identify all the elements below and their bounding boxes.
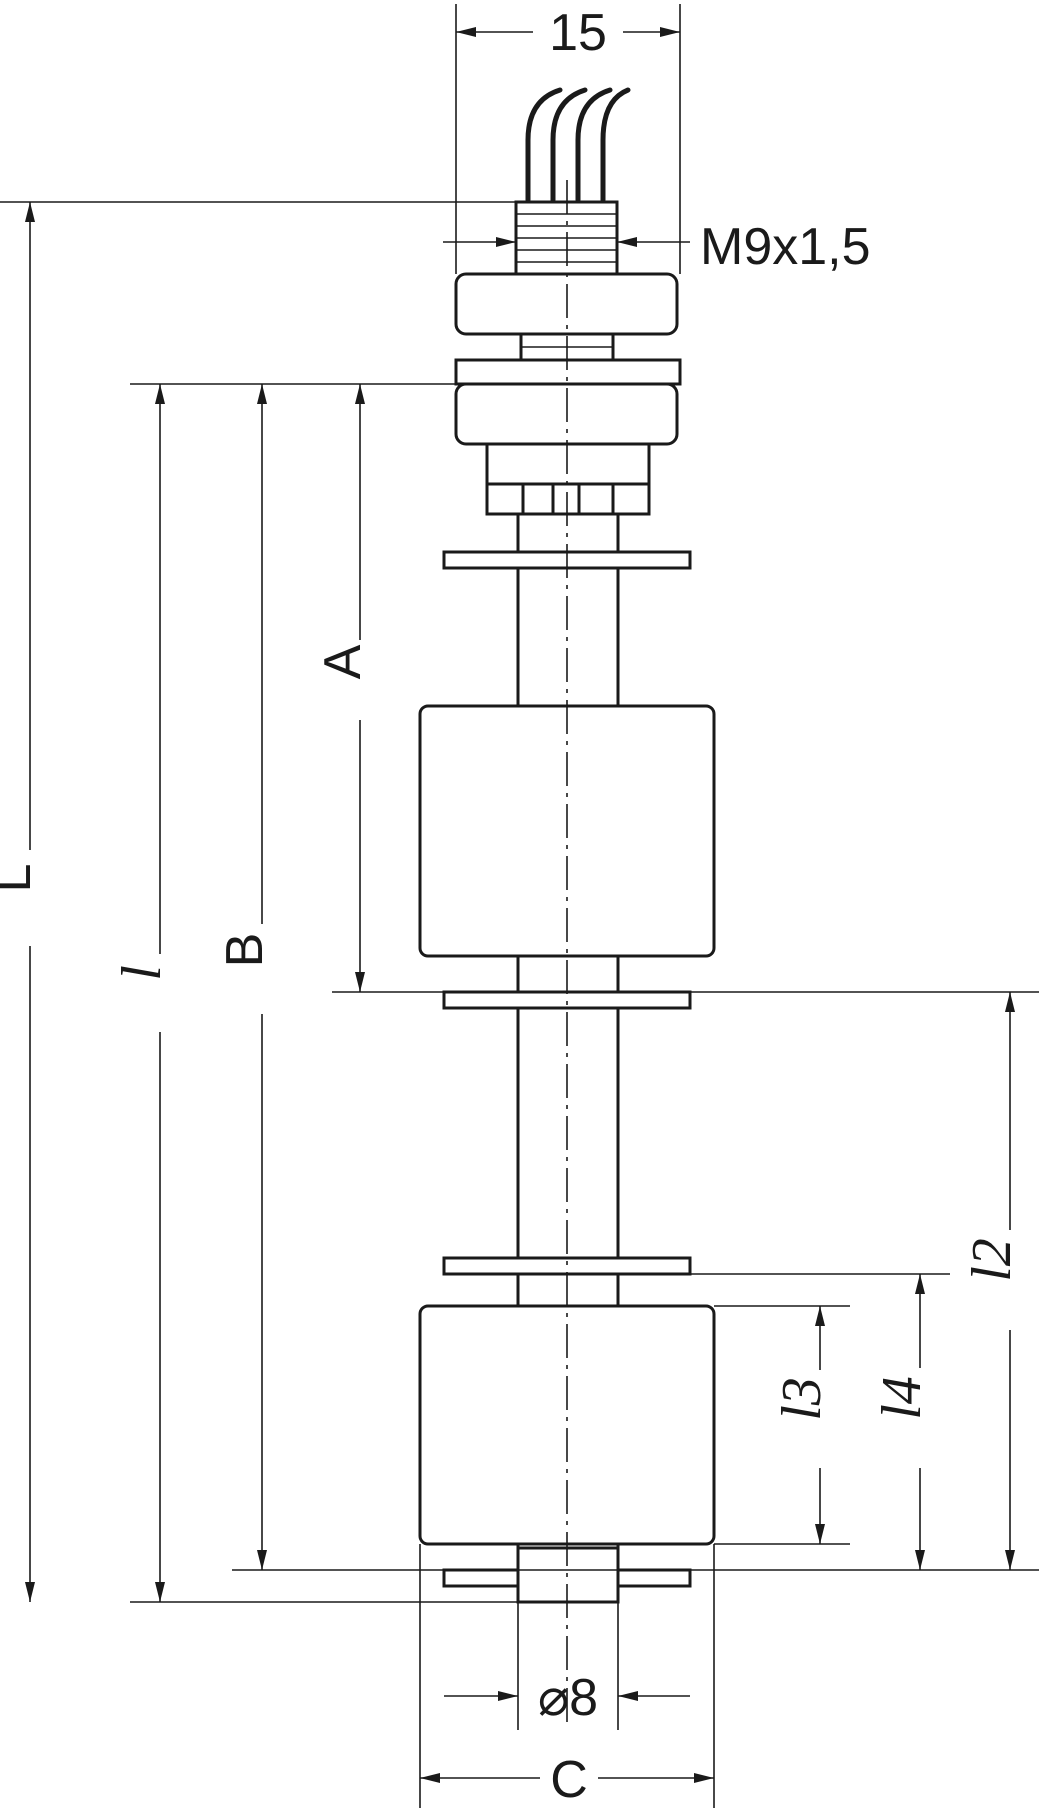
part-body [418,87,716,1725]
dim-B: B [216,384,274,1570]
label-diameter-8: ⌀8 [538,1669,598,1727]
cable-wires [525,87,631,203]
dim-A: A [314,384,372,992]
dim-l: l [111,384,173,1602]
washer [454,358,682,386]
dim-l4: l4 [871,1274,933,1570]
dim-diameter-8: ⌀8 [444,1669,690,1727]
dim-C: C [420,1751,714,1808]
label-B: B [216,933,274,968]
dim-l2: l2 [961,992,1023,1570]
dim-L: L [0,202,42,1602]
dim-width-15: 15 [456,4,680,62]
label-C: C [550,1751,588,1808]
dim-thread: M9x1,5 [443,218,871,276]
label-l2: l2 [961,1238,1023,1282]
label-l3: l3 [771,1377,833,1421]
label-A: A [314,644,372,679]
adapter-housing [485,442,651,516]
stop-ring-3 [442,1256,692,1276]
extension-lines [0,4,1039,1808]
label-l: l [111,965,173,981]
label-l4: l4 [871,1376,933,1420]
label-L: L [0,864,42,893]
stop-ring-2 [442,990,692,1010]
dim-l3: l3 [771,1306,833,1544]
bottom-cap [516,1546,620,1604]
label-thread: M9x1,5 [700,218,871,276]
label-15: 15 [549,4,607,62]
